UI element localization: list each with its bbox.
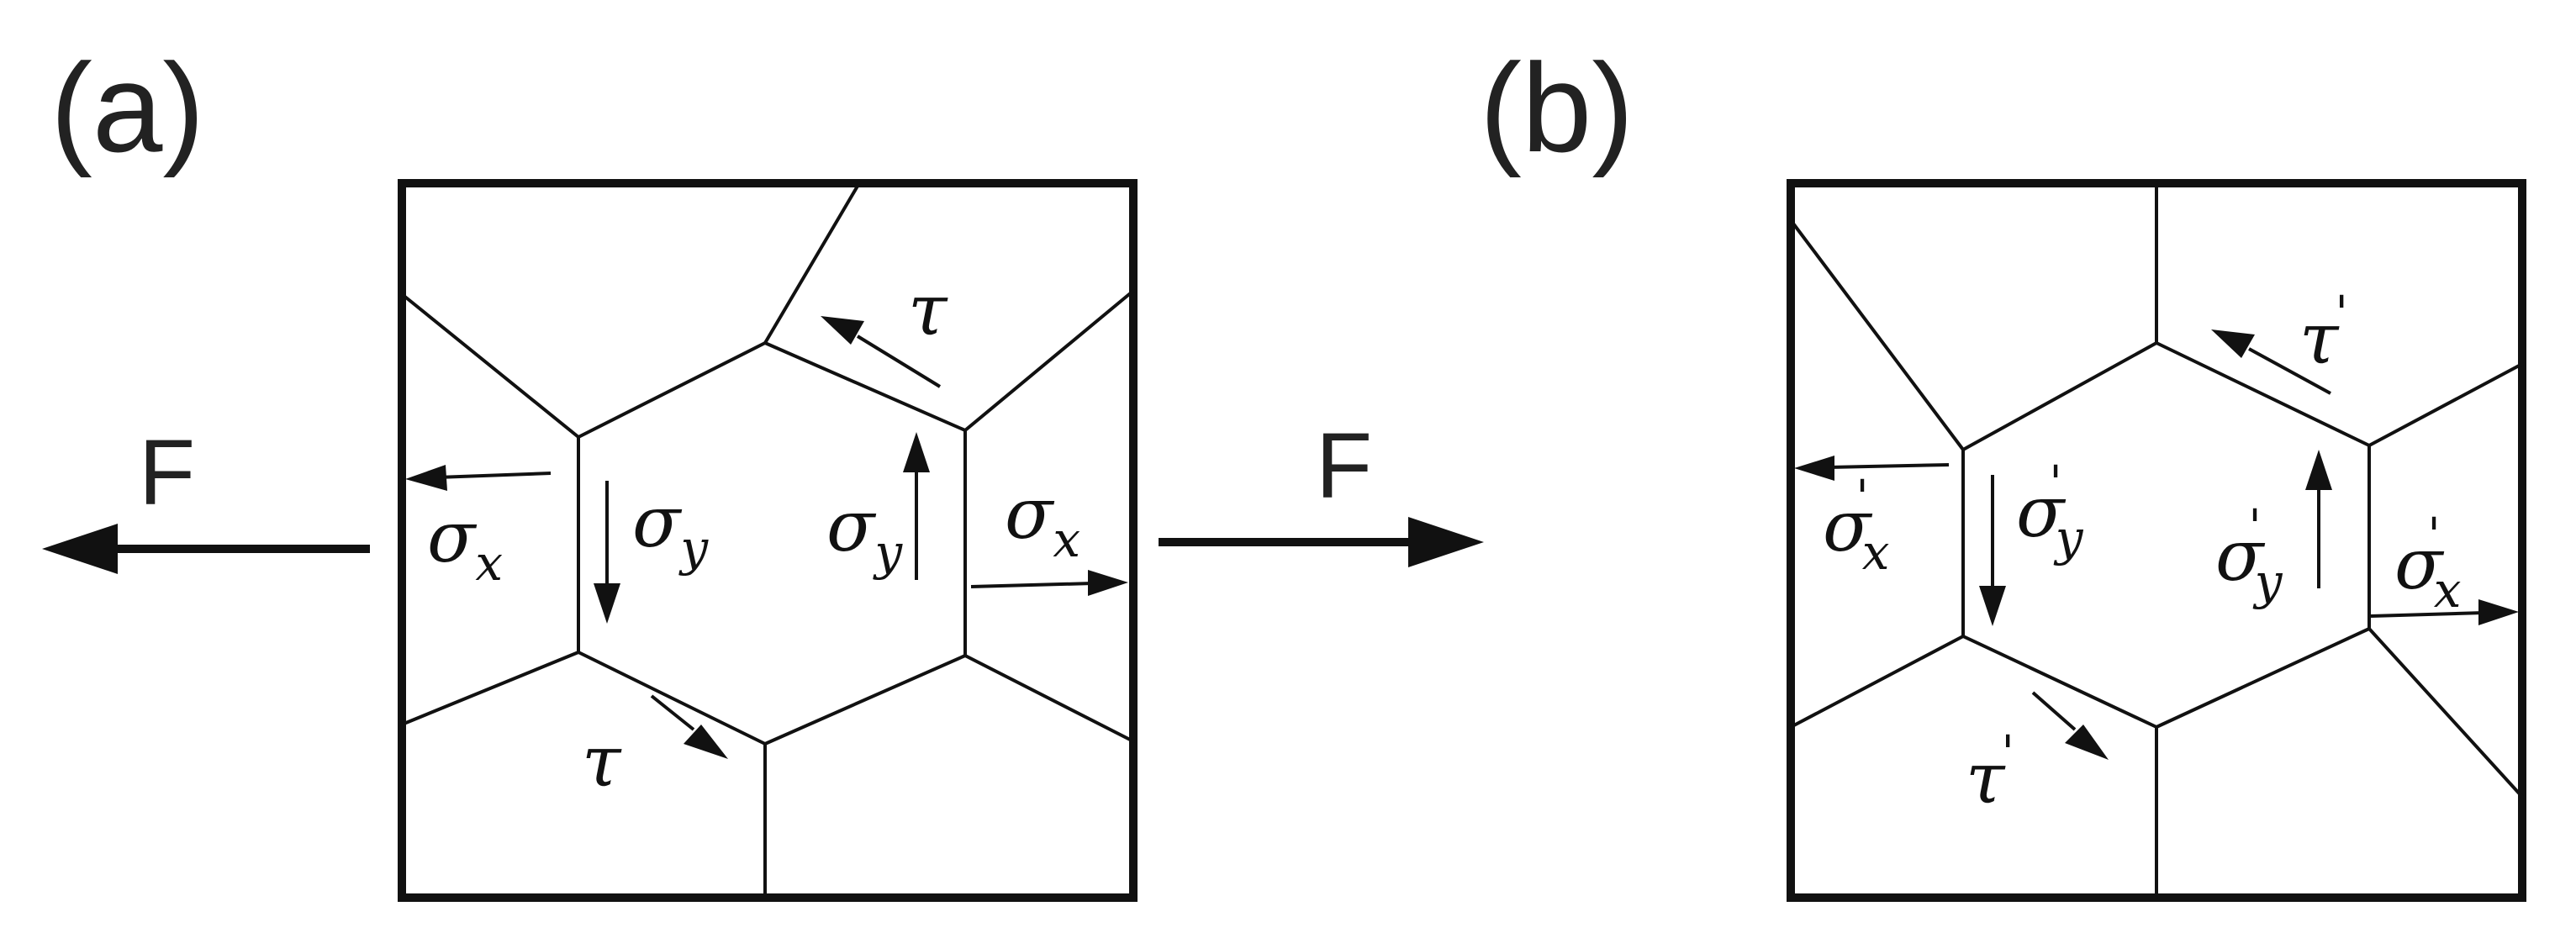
panel-a-force-left-arrow [42,524,370,574]
panel-b-boundary-top-right [2367,362,2524,447]
panel-a-force-right-arrow [1159,517,1484,567]
panel-b-sigma-x-left-label: σ'x [1823,471,1889,581]
panel-b-tau-top-arrow [2211,329,2331,395]
panel-b-tau-top-label: τ' [2299,287,2348,380]
panel-a-boundary-bottom-left [400,651,580,726]
panel-b-tau-bottom-arrow [2031,691,2109,760]
panel-a-sigma-y-right-label: σy [826,485,903,581]
panel-a-boundary-bottom-right [963,654,1135,743]
panel-a-sigma-y-left-label: σy [632,481,709,577]
panel-b-sigma-x-left-arrow [1794,456,1950,481]
panel-b-label: (b) [1480,37,1634,178]
panel-b: (b) σ'x σ'y [1480,37,2526,902]
panel-a-sigma-x-right-label: σx [1005,472,1080,568]
panel-b-sigma-x-right-arrow [2370,599,2519,625]
panel-b-grain-boundaries [1789,182,2524,899]
panel-b-boundary-bottom-right [2367,627,2524,798]
panel-b-boundary-bottom-left [1789,635,1965,729]
panel-b-sigma-y-left-arrow [1979,475,2006,626]
panel-a-grain-boundaries [400,182,1135,899]
panel-a-frame [398,179,1138,902]
panel-a-boundary-top-left [400,292,580,439]
panel-a-tau-bottom-arrow [650,694,728,759]
panel-a-boundary-top [763,182,861,345]
panel-a-tau-bottom-label: τ [582,720,622,803]
panel-a-boundary-top-right [963,289,1135,432]
panel-b-sigma-y-right-label: σ'y [2215,500,2283,610]
panel-b-sigma-y-right-arrow [2305,450,2332,588]
panel-a-label: (a) [50,37,204,178]
panel-a-tau-top-arrow [821,316,942,388]
panel-b-sigma-y-left-label: σ'y [2016,456,2084,566]
panel-b-sigma-x-right-label: σ'x [2394,509,2461,619]
panel-a-force-left-label: F [139,421,195,524]
panel-a-tau-top-label: τ [908,269,948,351]
panel-a-force-right-label: F [1316,414,1372,518]
panel-a-sigma-x-left-label: σx [427,496,503,592]
panel-a-sigma-y-left-arrow [594,481,620,624]
panel-a-sigma-x-left-arrow [405,465,552,491]
panel-a-sigma-y-right-arrow [903,432,930,580]
panel-b-tau-bottom-label: τ' [1966,726,2014,819]
panel-a: (a) F F σx [42,37,1484,902]
panel-a-sigma-x-right-arrow [970,570,1128,596]
panel-b-boundary-top-left [1789,219,1965,451]
